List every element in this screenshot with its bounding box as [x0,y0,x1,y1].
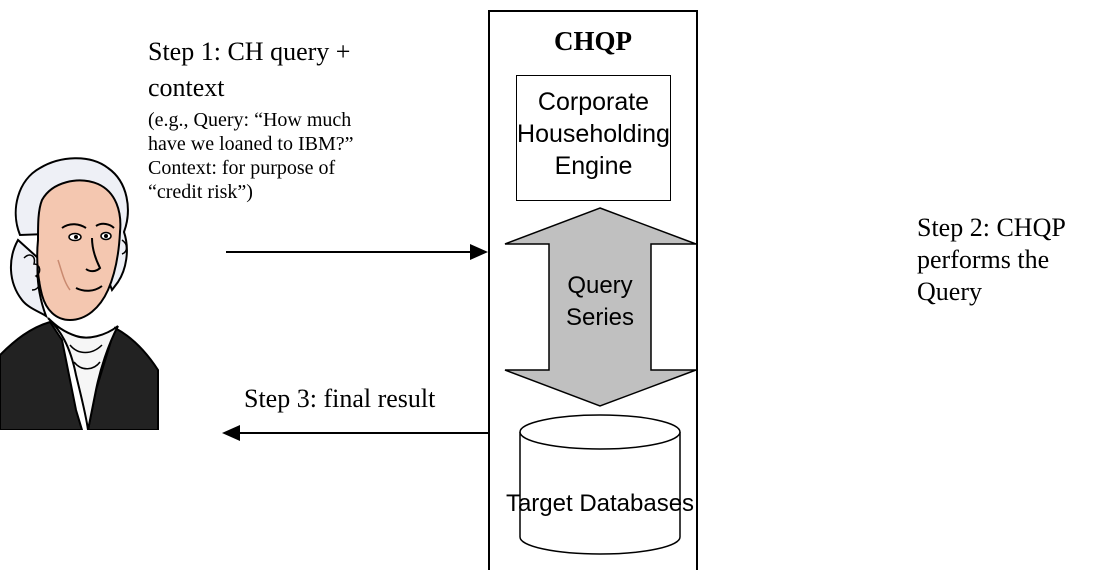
chqp-container [488,10,698,570]
database-cylinder-icon [519,414,681,555]
step1-example-line2: have we loaned to IBM?” [148,133,354,155]
step1-example: (e.g., Query: “How much have we loaned t… [148,108,448,204]
step1-example-line4: “credit risk”) [148,181,253,203]
engine-label-line-2: Householding [517,120,670,148]
query-series-label: Query Series [566,270,634,334]
step1-example-line1: (e.g., Query: “How much [148,109,352,131]
engine-box [516,75,671,201]
engine-label-line-3: Engine [554,152,633,180]
step3-arrow [222,425,488,441]
step3-label: Step 3: final result [244,384,436,413]
step1-line1: Step 1: CH query + [148,37,351,66]
step2-line1: Step 2: CHQP [917,213,1066,242]
step1-arrow [226,244,488,260]
step2-line3: Query [917,277,982,306]
person-portrait-icon [0,157,159,430]
target-databases-label: Target Databases [505,490,695,517]
query-series-arrow [504,207,697,407]
step1-line2: context [148,73,225,102]
step1-label: Step 1: CH query + context [148,34,448,106]
engine-label-line-1: Corporate [537,88,650,116]
step2-line2: performs the [917,245,1050,274]
query-series-line1: Query [567,272,633,299]
step2-label: Step 2: CHQP performs the Query [917,212,1102,308]
chqp-title: CHQP [554,26,632,56]
step1-example-line3: Context: for purpose of [148,157,336,179]
query-series-line2: Series [565,304,635,331]
